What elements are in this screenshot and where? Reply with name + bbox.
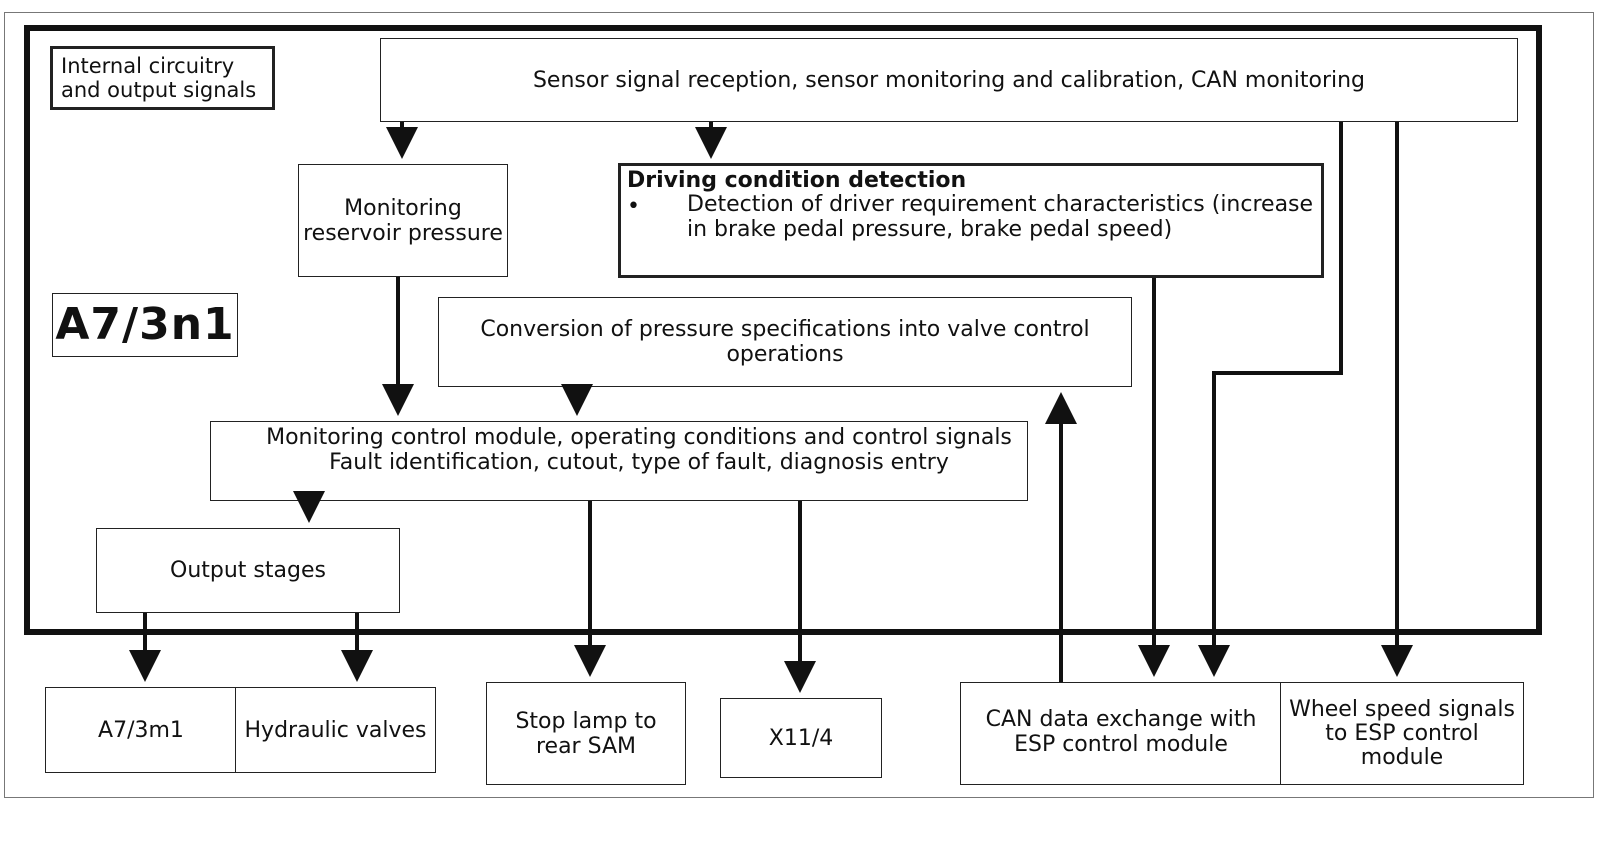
sensor-reception-box: Sensor signal reception, sensor monitori…	[380, 38, 1518, 122]
reservoir-pressure-box: Monitoring reservoir pressure	[298, 164, 508, 277]
output-stages-box: Output stages	[96, 528, 400, 613]
monitoring-control-box: Monitoring control module, operating con…	[210, 421, 1028, 501]
can-exchange-box: CAN data exchange with ESP control modul…	[960, 682, 1282, 785]
bullet-icon: •	[627, 194, 640, 219]
unit-label: A7/3n1	[52, 293, 238, 357]
module-frame	[24, 25, 1542, 635]
driving-condition-box: Driving condition detection • Detection …	[618, 163, 1324, 278]
legend-box: Internal circuitry and output signals	[50, 46, 275, 110]
x114-box: X11/4	[720, 698, 882, 778]
wheel-speed-box: Wheel speed signals to ESP control modul…	[1280, 682, 1524, 785]
a73m1-box: A7/3m1	[45, 687, 237, 773]
hydraulic-valves-box: Hydraulic valves	[235, 687, 436, 773]
stop-lamp-box: Stop lamp to rear SAM	[486, 682, 686, 785]
conversion-box: Conversion of pressure specifications in…	[438, 297, 1132, 387]
driving-condition-title: Driving condition detection	[627, 168, 967, 193]
driving-condition-text: Detection of driver requirement characte…	[687, 192, 1314, 242]
arrow-sensor-to-can	[1198, 122, 1343, 677]
outer-frame	[4, 12, 1594, 798]
